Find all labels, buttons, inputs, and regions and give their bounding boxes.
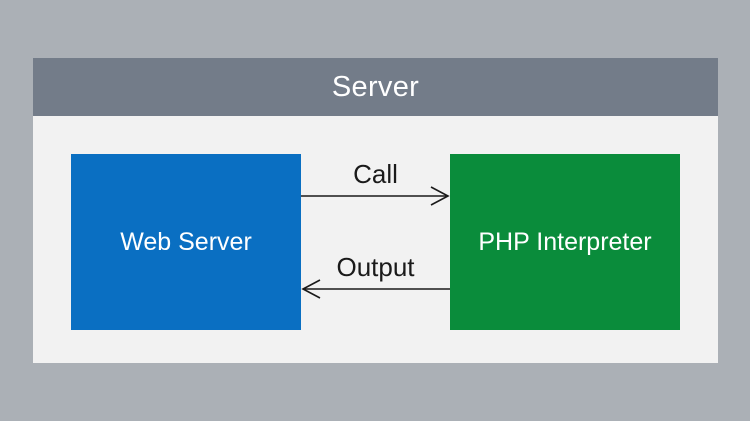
- server-container: Server Web Server PHP Interpreter Call O…: [33, 58, 718, 363]
- web-server-node: Web Server: [71, 154, 301, 330]
- web-server-label: Web Server: [120, 227, 252, 256]
- server-title: Server: [331, 70, 420, 103]
- output-arrow: [301, 279, 450, 299]
- php-interpreter-node: PHP Interpreter: [450, 154, 680, 330]
- output-edge-label: Output: [336, 252, 415, 282]
- php-interpreter-label: PHP Interpreter: [478, 227, 652, 256]
- call-arrow: [301, 186, 450, 206]
- call-edge-label: Call: [353, 159, 398, 189]
- server-header: Server: [33, 58, 718, 116]
- arrows-layer: [301, 186, 450, 299]
